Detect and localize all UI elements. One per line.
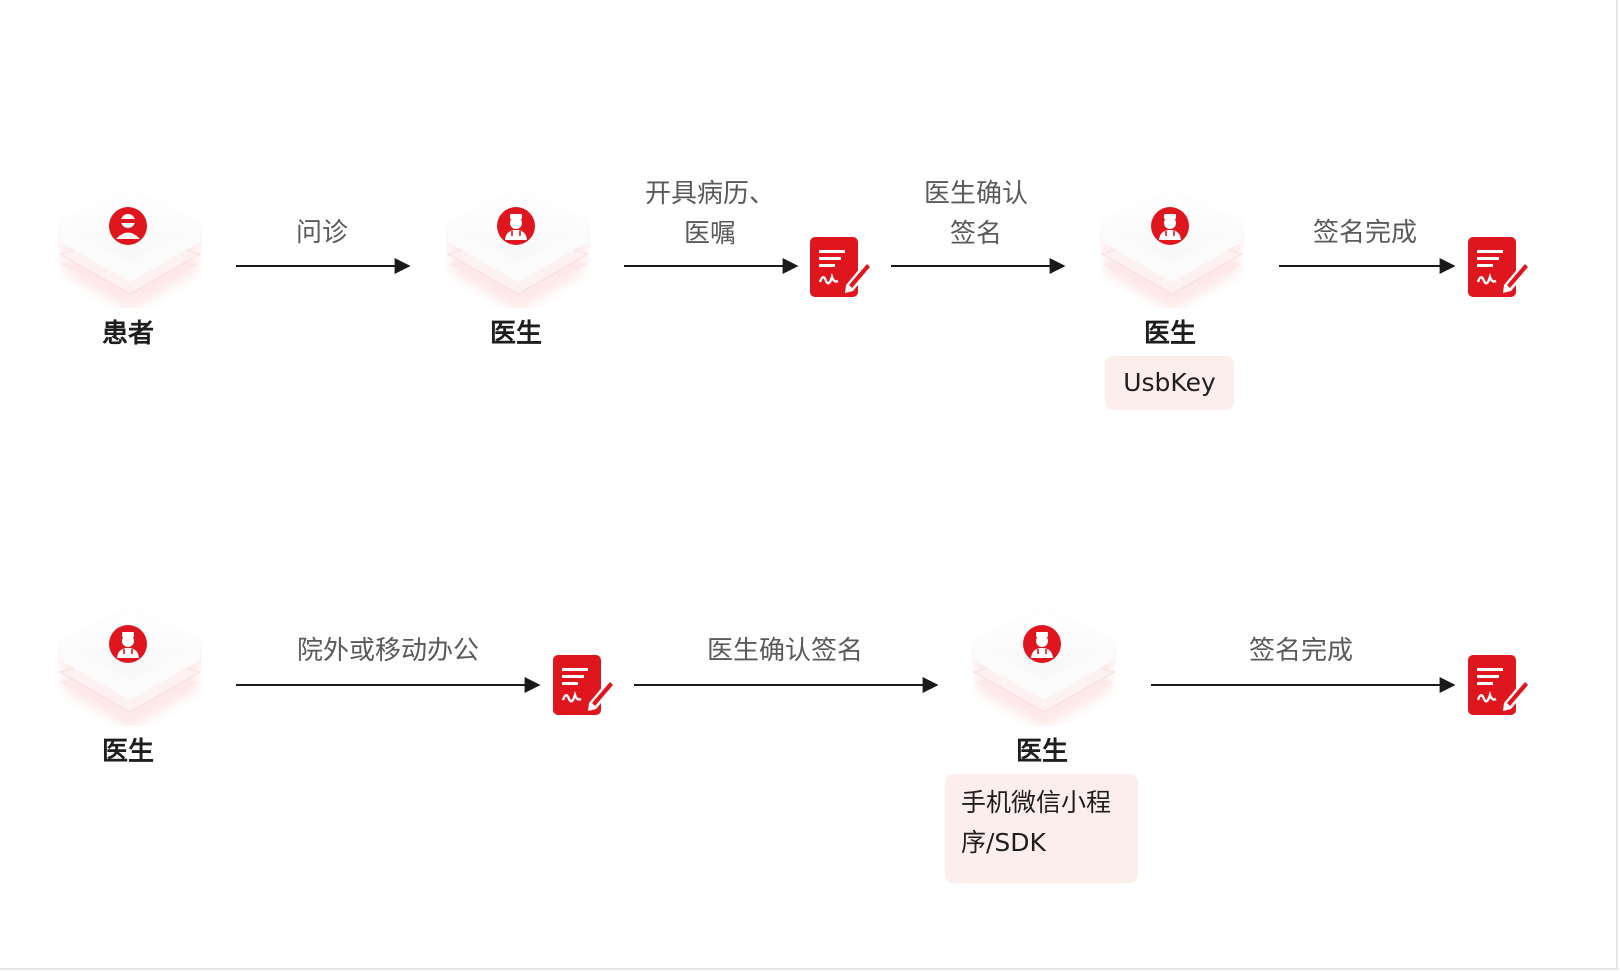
patient-icon: [109, 207, 147, 245]
doctor-icon: [1023, 625, 1061, 663]
edge-label-confirm-line2: 签名: [949, 219, 1003, 249]
arrow-doctor-confirm: [634, 677, 939, 693]
edge-label-prescribe-line1: 开具病历、: [644, 179, 776, 209]
signed-document-icon: [1468, 237, 1531, 297]
doctor-icon: [497, 207, 535, 245]
mini-program-sdk-tag-line2: 序/SDK: [961, 828, 1046, 857]
mini-program-sdk-tag: 手机微信小程 序/SDK: [945, 774, 1138, 883]
usbkey-tag: UsbKey: [1105, 356, 1234, 410]
edge-label-confirm: 医生确认 签名: [924, 174, 1028, 254]
doctor-icon: [109, 625, 147, 663]
doctor-node-3: [58, 604, 202, 726]
doctor-icon: [1151, 207, 1189, 245]
signed-document-icon: [1468, 655, 1531, 715]
edge-label-sign-complete-2: 签名完成: [1248, 636, 1354, 666]
edge-label-consult: 问诊: [295, 218, 349, 248]
edge-label-prescribe-line2: 医嘱: [683, 219, 737, 249]
arrow-consult: [236, 258, 411, 274]
mini-program-sdk-tag-line1: 手机微信小程: [961, 788, 1112, 817]
patient-node: [58, 186, 202, 308]
doctor-node-1: [446, 186, 590, 308]
edge-label-doctor-confirm: 医生确认签名: [706, 636, 864, 666]
doctor-label-2: 医生: [1143, 319, 1197, 349]
edge-label-confirm-line1: 医生确认: [923, 179, 1029, 209]
arrow-confirm: [891, 258, 1066, 274]
arrow-sign-complete-2: [1151, 677, 1456, 693]
edge-label-sign-complete-1: 签名完成: [1312, 218, 1418, 248]
doctor-node-4: [972, 604, 1116, 726]
edge-label-remote-office: 院外或移动办公: [296, 636, 480, 666]
arrow-remote-office: [236, 677, 541, 693]
doctor-label-3: 医生: [101, 737, 155, 767]
arrow-prescribe: [624, 258, 799, 274]
doctor-node-2: [1100, 186, 1244, 308]
doctor-label-1: 医生: [489, 319, 543, 349]
patient-label: 患者: [101, 319, 155, 349]
signed-document-icon: [553, 655, 616, 715]
doctor-label-4: 医生: [1015, 737, 1069, 767]
signed-document-icon: [810, 237, 873, 297]
edge-label-prescribe: 开具病历、 医嘱: [645, 174, 775, 254]
arrow-sign-complete-1: [1279, 258, 1456, 274]
